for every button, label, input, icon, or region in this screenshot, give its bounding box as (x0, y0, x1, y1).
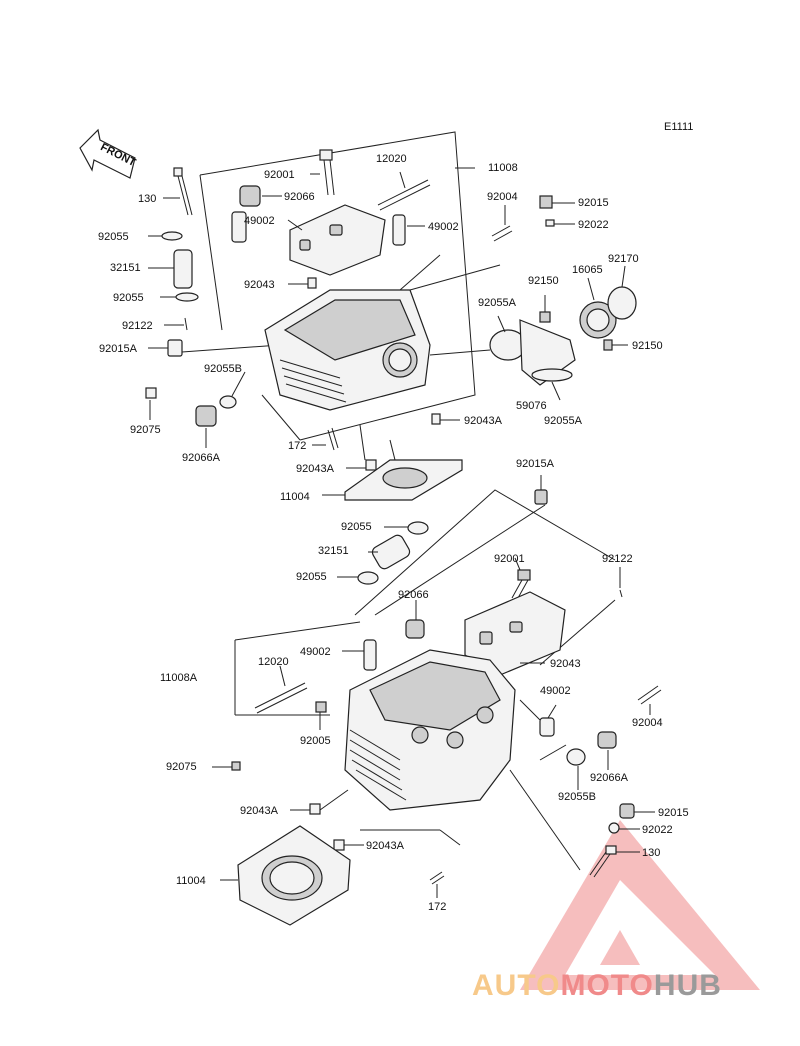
svg-text:AUTOMOTOHUB: AUTOMOTOHUB (472, 969, 722, 1002)
part-label: 59076 (516, 400, 547, 412)
part-label: 130 (138, 193, 156, 205)
part-label: 92001 (494, 553, 525, 565)
part-label: 92066 (398, 589, 429, 601)
part-labels: 130 92055 32151 92055 92122 92015A 92055… (98, 153, 689, 913)
part-label: 92015A (99, 343, 138, 355)
part-label: 92075 (130, 424, 161, 436)
watermark-part-hub: HUB (654, 969, 722, 1002)
part-label: 92150 (632, 340, 663, 352)
part-label: 92055B (558, 791, 596, 803)
part-label: 92066A (182, 452, 221, 464)
watermark-part-auto: AUTO (472, 969, 560, 1002)
part-label: 92022 (642, 824, 673, 836)
part-label: 92055 (341, 521, 372, 533)
part-label: 92075 (166, 761, 197, 773)
part-label: 16065 (572, 264, 603, 276)
front-arrow: FRONT (79, 128, 138, 179)
part-label: 92150 (528, 275, 559, 287)
part-label: 130 (642, 847, 660, 859)
part-label: 92055A (478, 297, 517, 309)
part-label: 11008 (488, 162, 518, 174)
part-label: 92066 (284, 191, 315, 203)
part-label: 172 (428, 901, 446, 913)
part-label: 92015 (578, 197, 609, 209)
watermark-text: AUTOMOTOHUB (472, 969, 722, 1002)
part-label: 11004 (176, 875, 206, 887)
part-label: 92015A (516, 458, 555, 470)
watermark-logo (520, 820, 760, 990)
part-label: 92005 (300, 735, 331, 747)
part-label: 92055 (113, 292, 144, 304)
part-label: 49002 (540, 685, 571, 697)
part-label: 92015 (658, 807, 689, 819)
part-label: 92055B (204, 363, 242, 375)
part-label: 11008A (160, 672, 198, 684)
part-label: 92043 (550, 658, 581, 670)
part-label: 49002 (300, 646, 331, 658)
figure-code: E1111 (664, 121, 693, 133)
part-label: 32151 (318, 545, 349, 557)
part-label: 92004 (487, 191, 518, 203)
part-label: 172 (288, 440, 306, 452)
part-label: 92043A (296, 463, 335, 475)
part-label: 11004 (280, 491, 310, 503)
top-assembly (145, 131, 637, 501)
part-label: 92022 (578, 219, 609, 231)
part-label: 92043A (240, 805, 279, 817)
part-label: 92122 (122, 320, 153, 332)
part-label: 49002 (244, 215, 275, 227)
part-label: 12020 (376, 153, 407, 165)
part-label: 92043A (366, 840, 405, 852)
part-label: 92001 (264, 169, 295, 181)
part-label: 32151 (110, 262, 141, 274)
part-label: 92122 (602, 553, 633, 565)
part-label: 92055 (98, 231, 129, 243)
part-label: 92066A (590, 772, 629, 784)
part-label: 92043 (244, 279, 275, 291)
part-label: 92043A (464, 415, 503, 427)
part-label: 92170 (608, 253, 639, 265)
part-label: 12020 (258, 656, 289, 668)
part-label: 49002 (428, 221, 459, 233)
part-label: 92004 (632, 717, 663, 729)
lower-assembly (212, 475, 662, 926)
part-label: 92055A (544, 415, 583, 427)
part-label: 92055 (296, 571, 327, 583)
watermark-part-moto: MOTO (560, 969, 653, 1002)
